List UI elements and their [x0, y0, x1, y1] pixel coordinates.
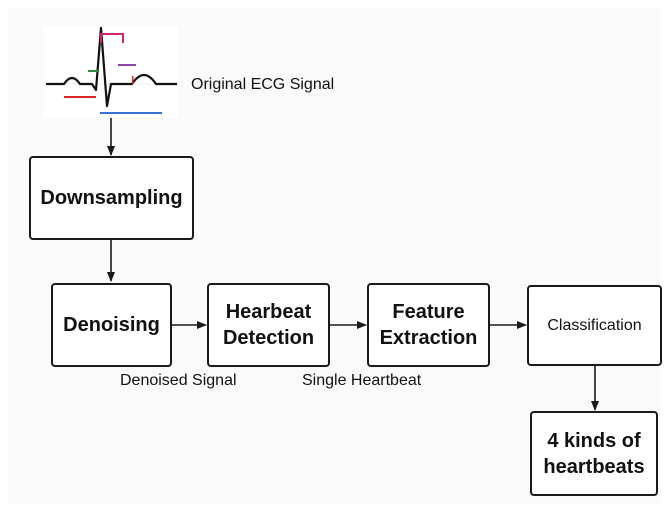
- feature-extraction-box: Feature Extraction: [367, 283, 490, 367]
- feature-extraction-label-line1: Feature: [392, 301, 465, 323]
- output-label-line1: 4 kinds of: [547, 429, 641, 452]
- feature-extraction-label-line2: Extraction: [379, 327, 478, 349]
- denoising-label: Denoising: [63, 313, 160, 336]
- heartbeat-detection-box: Hearbeat Detection: [207, 283, 330, 367]
- classification-label: Classification: [547, 316, 642, 334]
- original-ecg-signal-label: Original ECG Signal: [191, 76, 335, 93]
- denoising-box: Denoising: [51, 283, 172, 367]
- heartbeat-types-output-box: 4 kinds of heartbeats: [530, 411, 658, 496]
- heartbeat-detection-label-line2: Detection: [222, 327, 315, 349]
- downsampling-label: Downsampling: [40, 186, 183, 209]
- denoised-signal-label: Denoised Signal: [120, 372, 237, 389]
- output-label-line2: heartbeats: [543, 455, 645, 478]
- single-heartbeat-label: Single Heartbeat: [302, 372, 422, 389]
- downsampling-box: Downsampling: [29, 156, 194, 240]
- heartbeat-detection-label-line1: Hearbeat: [225, 301, 312, 323]
- ecg-signal-image: [44, 26, 179, 118]
- classification-box: Classification: [527, 285, 662, 366]
